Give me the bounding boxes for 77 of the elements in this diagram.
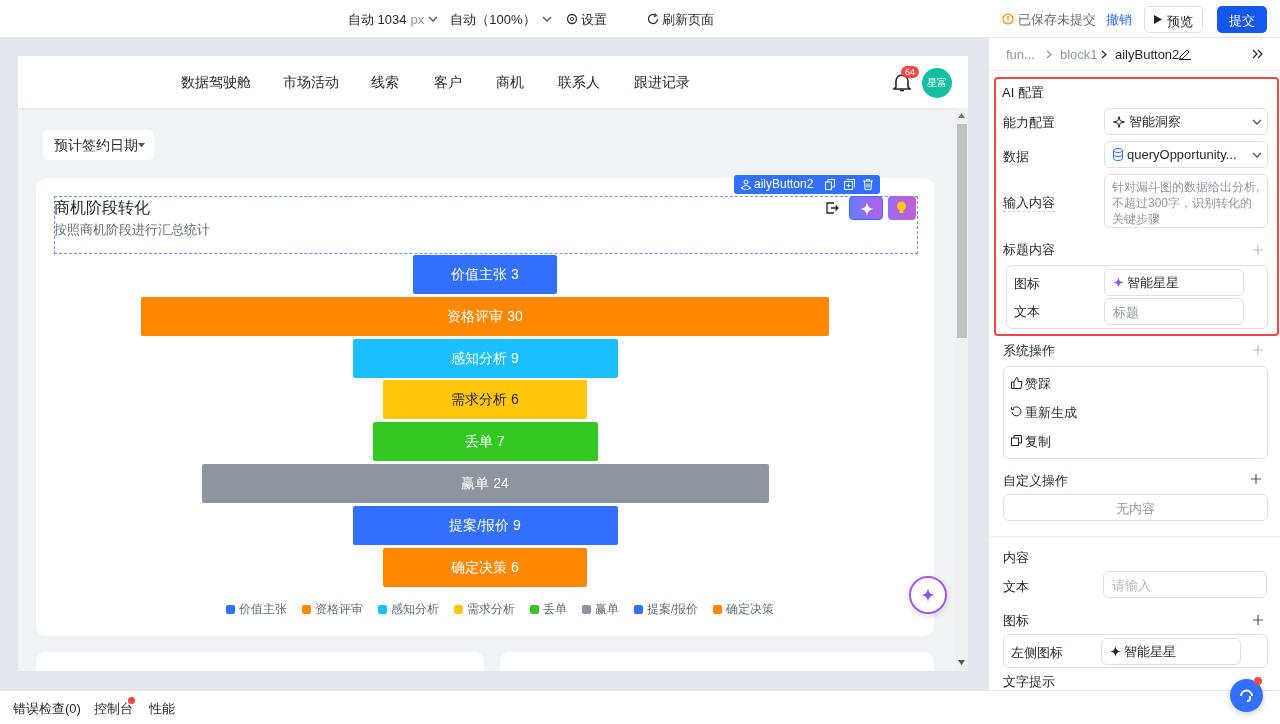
field-label: 文本: [1003, 579, 1029, 595]
field-label: 文本: [1014, 304, 1040, 320]
stage-label: 确定决策 6: [450, 558, 520, 576]
section-heading: 文字提示: [1003, 674, 1055, 690]
stage-label: 赢单 24: [460, 475, 510, 492]
section-heading: 自定义操作: [1003, 473, 1068, 489]
empty-text: 无内容: [1115, 501, 1156, 517]
action-item: 重新生成: [1025, 405, 1077, 421]
user-avatar: 星富: [922, 68, 952, 98]
select-value: 智能星星: [1124, 644, 1176, 660]
section-heading: 系统操作: [1003, 343, 1055, 359]
field-label: 标题内容: [1003, 242, 1055, 258]
stage-label: 资格评审 30: [446, 307, 524, 325]
breadcrumb-link: fun...: [1006, 47, 1035, 63]
select-value: queryOpportunity...: [1127, 147, 1237, 163]
field-label: 能力配置: [1003, 115, 1055, 131]
nav-link: 联系人: [558, 74, 600, 91]
preview-button: 预览: [1144, 6, 1203, 33]
section-heading: 内容: [1003, 550, 1029, 566]
component-name: ailyButton2: [754, 177, 814, 192]
legend-label: 赢单: [595, 602, 619, 617]
legend-label: 价值主张: [239, 602, 287, 617]
prompt-text: 针对漏斗图的数据给出分析,不超过300字，识别转化的关键步骤: [1112, 179, 1261, 227]
legend-label: 丢单: [543, 602, 567, 617]
funnel-bar: [413, 255, 557, 294]
card-subtitle: 按照商机阶段进行汇总统计: [54, 222, 210, 238]
stage-label: 价值主张 3: [450, 266, 520, 283]
nav-link: 市场活动: [283, 74, 339, 91]
zoom-setting: 自动（100%）: [450, 12, 536, 28]
tab-link: 控制台: [94, 701, 133, 717]
breadcrumb-link: block1: [1060, 47, 1098, 63]
placeholder-text: 请输入: [1112, 578, 1151, 594]
legend-label: 确定决策: [726, 602, 775, 617]
section-heading: 图标: [1003, 613, 1029, 629]
tab-link: 性能: [149, 701, 175, 717]
card-title: 商机阶段转化: [54, 198, 150, 218]
filter-dropdown: 预计签约日期: [43, 130, 154, 160]
nav-link: 数据驾驶舱: [181, 74, 251, 91]
settings-link: 设置: [580, 12, 607, 28]
stage-label: 感知分析 9: [450, 349, 520, 367]
section-heading: AI 配置: [1002, 85, 1044, 101]
funnel-bar: [372, 422, 598, 462]
save-status-text: 已保存未提交: [1018, 12, 1096, 28]
select-value: 智能洞察: [1129, 114, 1181, 130]
legend-label: 感知分析: [391, 602, 439, 617]
action-item: 复制: [1025, 434, 1051, 450]
field-label: 图标: [1014, 276, 1040, 292]
tab-link: 错误检查(0): [13, 701, 81, 717]
stage-label: 提案/报价 9: [448, 516, 522, 534]
unit-text: px: [410, 12, 425, 28]
stage-label: 需求分析 6: [450, 391, 520, 409]
breadcrumb-current: ailyButton2: [1115, 47, 1180, 63]
funnel-bar: [352, 505, 618, 545]
submit-button: 提交: [1217, 6, 1267, 33]
nav-link: 线索: [371, 74, 399, 91]
legend-label: 提案/报价: [647, 602, 699, 617]
legend-label: 需求分析: [467, 602, 515, 617]
select-value: 智能星星: [1127, 275, 1179, 291]
funnel-bar: [383, 547, 587, 587]
legend-label: 资格评审: [315, 602, 363, 617]
nav-link: 商机: [496, 74, 524, 91]
refresh-link: 刷新页面: [661, 12, 714, 28]
funnel-bar: [201, 464, 769, 503]
undo-link: 撤销: [1106, 12, 1132, 28]
funnel-bar: [383, 380, 587, 420]
funnel-bar: [352, 338, 618, 378]
nav-link: 客户: [434, 74, 462, 91]
action-item: 赞踩: [1025, 376, 1051, 392]
width-setting: 自动 1034: [348, 12, 407, 28]
funnel-bar: [141, 296, 829, 336]
field-label: 数据: [1003, 149, 1029, 165]
notification-badge: 64: [901, 66, 919, 78]
placeholder-text: 标题: [1113, 305, 1139, 321]
stage-label: 丢单 7: [464, 433, 506, 450]
field-label: 输入内容: [1003, 195, 1055, 212]
field-label: 左侧图标: [1011, 645, 1063, 661]
nav-link: 跟进记录: [634, 74, 690, 91]
